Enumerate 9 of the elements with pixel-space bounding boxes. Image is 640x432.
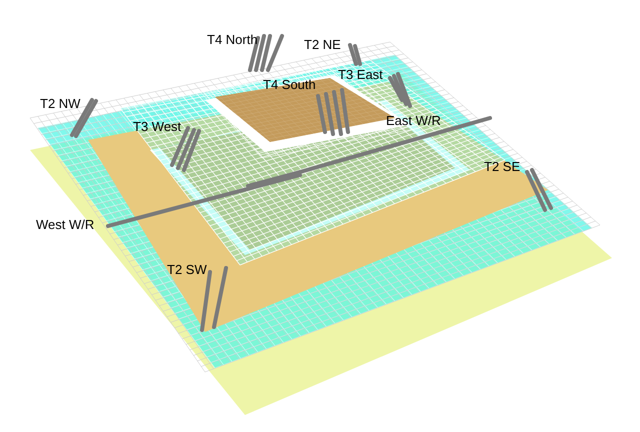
part-label: T3 West xyxy=(133,120,182,133)
part-label: East W/R xyxy=(386,114,441,127)
part-label: T3 East xyxy=(338,68,383,81)
part-label: T2 NW xyxy=(40,97,80,110)
part-label: T2 SE xyxy=(484,160,520,173)
part-label: West W/R xyxy=(36,218,94,231)
part-label: T4 North xyxy=(207,33,258,46)
part-label: T2 NE xyxy=(304,38,341,51)
part-label: T2 SW xyxy=(167,263,207,276)
